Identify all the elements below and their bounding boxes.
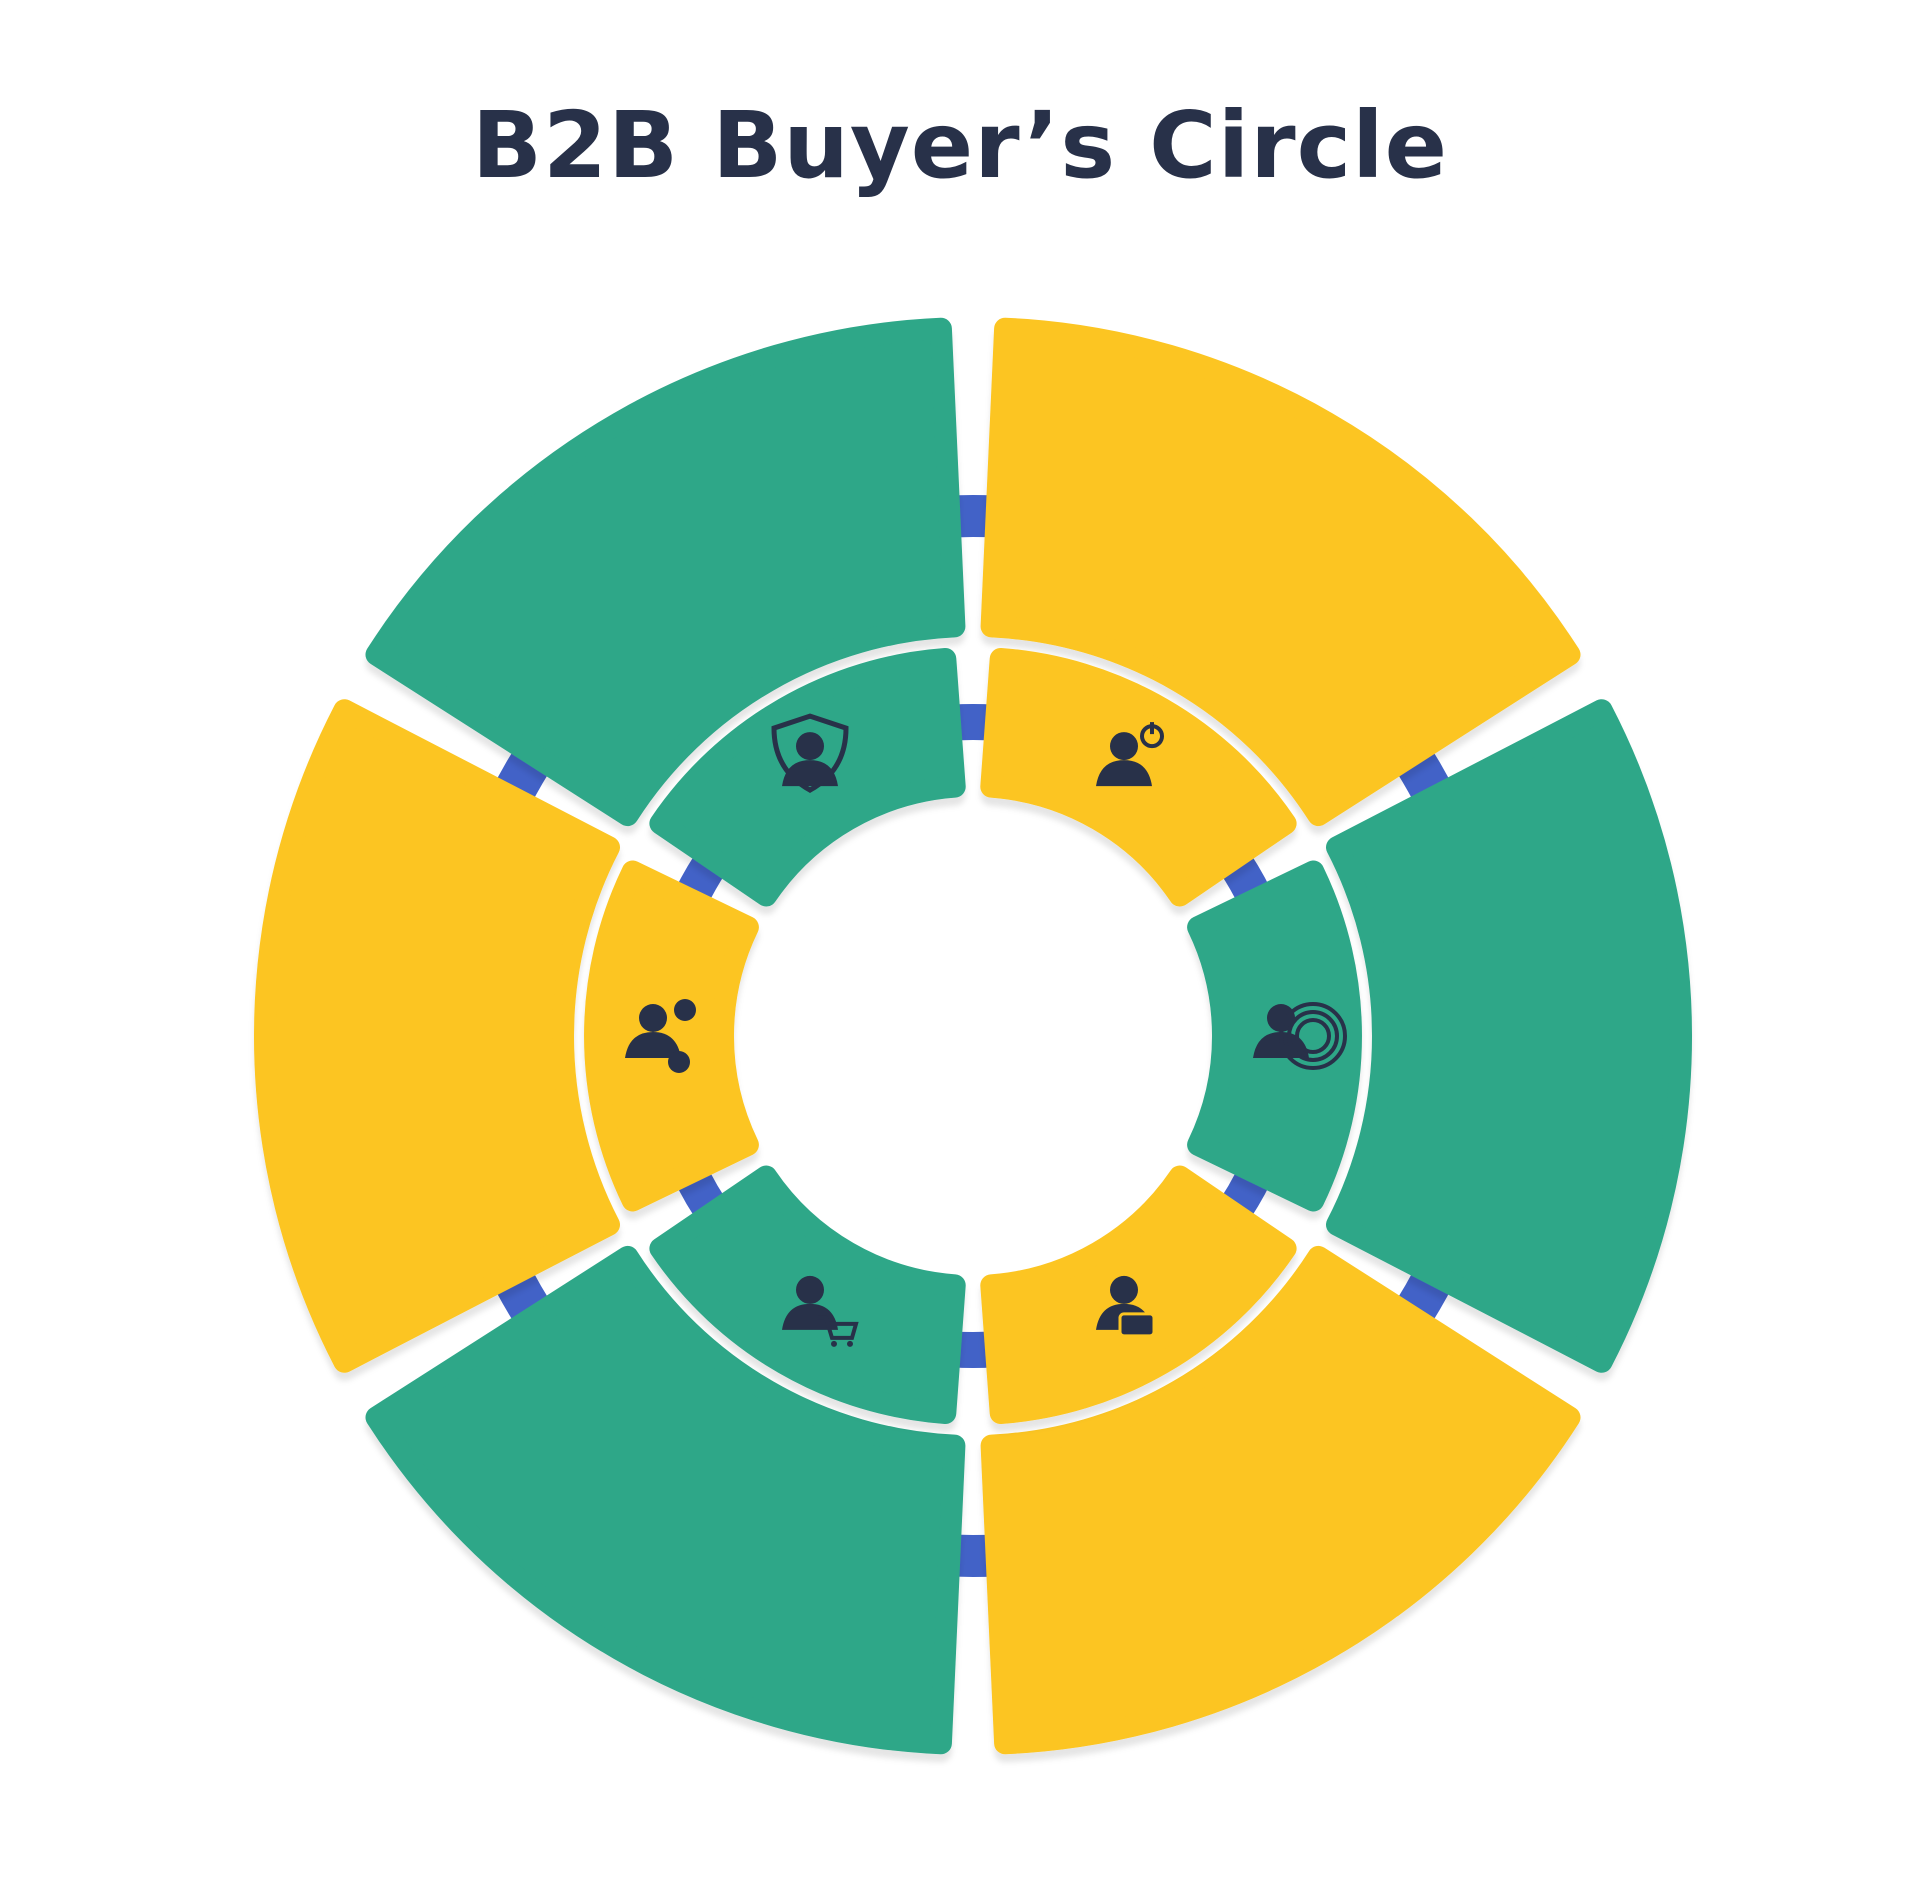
outer-block-initiator <box>980 317 1581 827</box>
outer-block-influencer <box>1326 699 1692 1373</box>
segment-initiator <box>980 317 1581 907</box>
inner-block-user <box>980 1165 1297 1424</box>
inner-block-decider <box>584 860 759 1212</box>
person-decision-icon <box>625 999 696 1073</box>
outer-block-gatekeeper <box>365 317 966 827</box>
segment-user <box>980 1165 1581 1755</box>
segment-decider <box>254 699 759 1373</box>
outer-block-decider <box>254 699 620 1373</box>
person-shield-icon <box>771 713 849 793</box>
diagram-title: B2B Buyer’s Circle <box>471 92 1449 199</box>
segment-buyer <box>365 1165 966 1755</box>
outer-block-buyer <box>365 1245 966 1755</box>
outer-block-user <box>980 1245 1581 1755</box>
segment-influencer <box>1187 699 1692 1373</box>
person-broadcast-icon <box>1253 1002 1347 1070</box>
person-cart-icon <box>782 1275 859 1347</box>
person-laptop-icon <box>1096 1275 1156 1338</box>
segment-gatekeeper <box>365 317 966 907</box>
person-power-icon <box>1096 722 1164 787</box>
